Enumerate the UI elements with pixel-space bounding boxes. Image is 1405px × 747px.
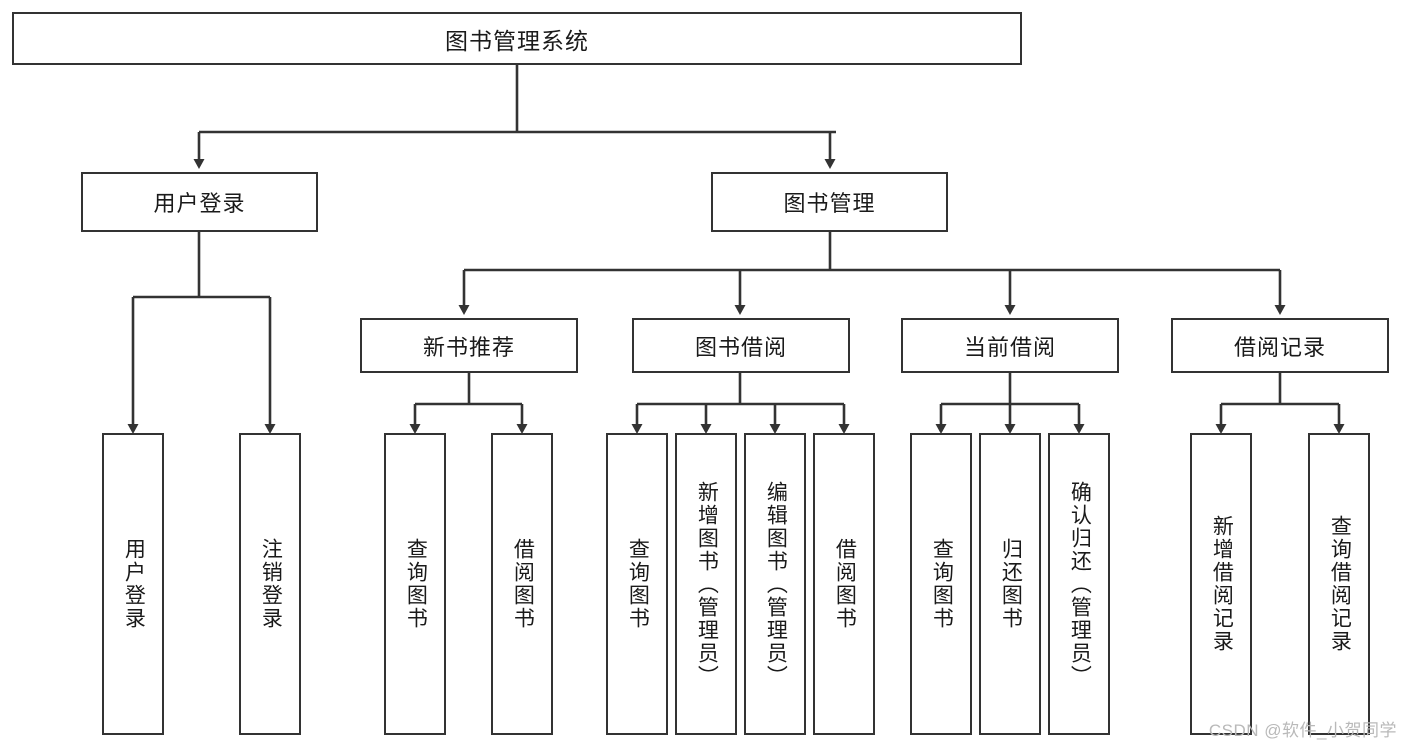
node-root[interactable]: 图书管理系统 — [12, 12, 1022, 65]
node-leaf-borrow-book-1[interactable]: 借阅图书 — [491, 433, 553, 735]
node-leaf-user-login-label: 用户登录 — [122, 538, 146, 630]
node-book-borrow-label: 图书借阅 — [694, 334, 787, 360]
node-leaf-query-record[interactable]: 查询借阅记录 — [1308, 433, 1370, 735]
node-leaf-borrow-book-2[interactable]: 借阅图书 — [813, 433, 875, 735]
node-leaf-user-login[interactable]: 用户登录 — [102, 433, 164, 735]
watermark: CSDN @软件_小贺同学 — [1208, 721, 1397, 740]
node-borrow-record-label: 借阅记录 — [1233, 334, 1326, 360]
node-leaf-add-record-label: 新增借阅记录 — [1210, 515, 1234, 653]
node-leaf-return-book-label: 归还图书 — [999, 538, 1023, 630]
node-user-login-label: 用户登录 — [153, 191, 246, 216]
node-leaf-add-record[interactable]: 新增借阅记录 — [1190, 433, 1252, 735]
node-leaf-query-record-label: 查询借阅记录 — [1328, 515, 1352, 653]
node-leaf-user-logout-label: 注销登录 — [259, 538, 283, 630]
node-leaf-add-book[interactable]: 新增图书（管理员） — [675, 433, 737, 735]
node-book-borrow[interactable]: 图书借阅 — [632, 318, 850, 373]
node-leaf-edit-book[interactable]: 编辑图书（管理员） — [744, 433, 806, 735]
node-book-manage-label: 图书管理 — [783, 191, 876, 216]
node-leaf-query-book-2-label: 查询图书 — [626, 538, 650, 630]
node-leaf-borrow-book-1-label: 借阅图书 — [511, 538, 535, 630]
node-leaf-user-logout[interactable]: 注销登录 — [239, 433, 301, 735]
node-new-book-recommend-label: 新书推荐 — [422, 334, 515, 360]
node-book-manage[interactable]: 图书管理 — [711, 172, 948, 232]
node-leaf-borrow-book-2-label: 借阅图书 — [833, 538, 857, 630]
node-leaf-add-book-label: 新增图书（管理员） — [695, 480, 719, 688]
node-current-borrow-label: 当前借阅 — [963, 334, 1056, 360]
node-current-borrow[interactable]: 当前借阅 — [901, 318, 1119, 373]
node-user-login[interactable]: 用户登录 — [81, 172, 318, 232]
node-borrow-record[interactable]: 借阅记录 — [1171, 318, 1389, 373]
node-root-label: 图书管理系统 — [445, 27, 589, 54]
node-leaf-query-book-1-label: 查询图书 — [404, 538, 428, 630]
node-leaf-confirm-return[interactable]: 确认归还（管理员） — [1048, 433, 1110, 735]
node-leaf-query-book-3-label: 查询图书 — [930, 538, 954, 630]
node-leaf-query-book-3[interactable]: 查询图书 — [910, 433, 972, 735]
node-new-book-recommend[interactable]: 新书推荐 — [360, 318, 578, 373]
node-leaf-edit-book-label: 编辑图书（管理员） — [764, 480, 788, 688]
node-leaf-query-book-2[interactable]: 查询图书 — [606, 433, 668, 735]
node-leaf-confirm-return-label: 确认归还（管理员） — [1068, 480, 1092, 688]
node-leaf-query-book-1[interactable]: 查询图书 — [384, 433, 446, 735]
node-leaf-return-book[interactable]: 归还图书 — [979, 433, 1041, 735]
